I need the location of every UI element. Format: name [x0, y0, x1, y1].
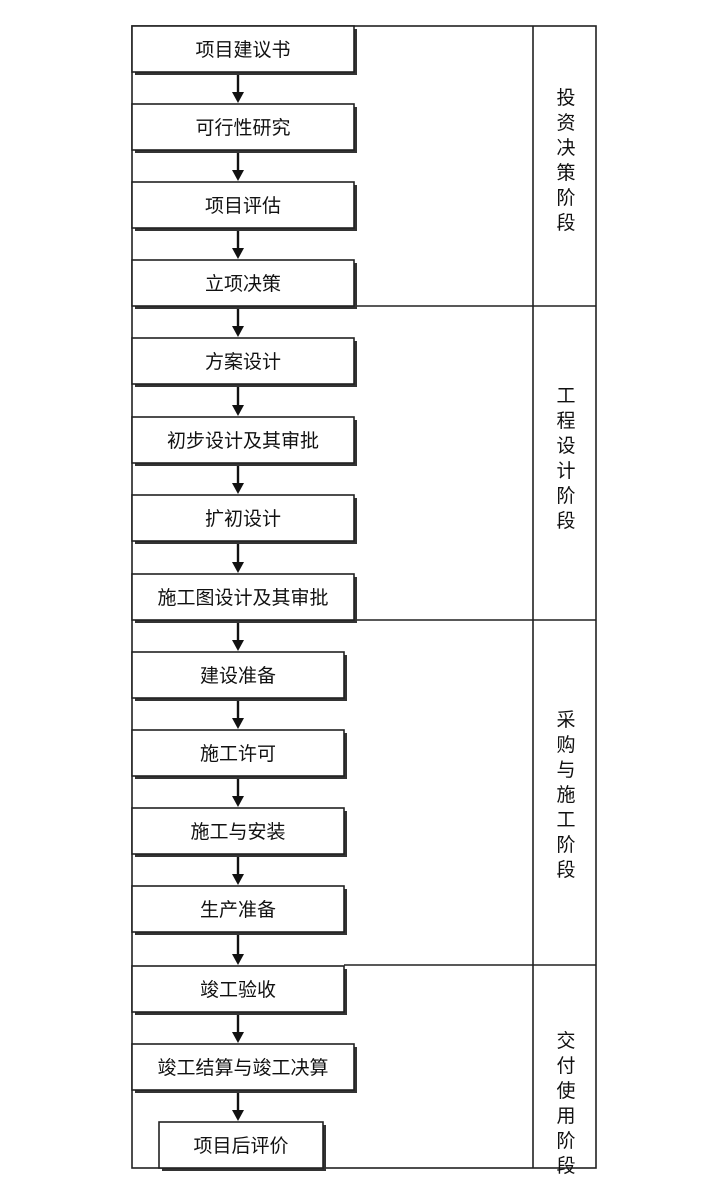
step-box	[131, 259, 355, 307]
step-box	[131, 807, 345, 855]
step-label: 项目后评价	[193, 1135, 288, 1157]
step-s11: 施工与安装	[131, 807, 347, 857]
step-box	[131, 729, 345, 777]
step-label: 建设准备	[200, 665, 276, 687]
step-boxes: 项目建议书可行性研究项目评估立项决策方案设计初步设计及其审批扩初设计施工图设计及…	[131, 25, 357, 1171]
step-box	[131, 1043, 355, 1091]
phase-label-p1: 投资决策阶段	[556, 87, 575, 234]
step-box	[131, 885, 345, 933]
step-box	[131, 181, 355, 229]
step-label: 竣工验收	[200, 979, 276, 1001]
step-s14: 竣工结算与竣工决算	[131, 1043, 357, 1093]
step-label: 竣工结算与竣工决算	[157, 1057, 328, 1079]
arrows	[232, 75, 244, 1121]
step-s7: 扩初设计	[131, 494, 357, 544]
flow-arrow	[232, 1015, 244, 1043]
flow-arrow	[232, 1093, 244, 1121]
step-s2: 可行性研究	[131, 103, 357, 153]
step-label: 扩初设计	[205, 508, 281, 530]
arrow-head	[232, 874, 244, 885]
step-s12: 生产准备	[131, 885, 347, 935]
arrow-head	[232, 718, 244, 729]
step-s15: 项目后评价	[158, 1121, 326, 1171]
step-label: 方案设计	[205, 351, 281, 373]
phase-label-p4: 交付使用阶段	[556, 1030, 575, 1177]
flow-arrow	[232, 231, 244, 259]
step-box	[131, 965, 345, 1013]
step-label: 项目评估	[205, 195, 281, 217]
step-s1: 项目建议书	[131, 25, 357, 75]
step-box	[131, 25, 355, 73]
arrow-head	[232, 1032, 244, 1043]
step-s5: 方案设计	[131, 337, 357, 387]
flow-arrow	[232, 857, 244, 885]
flow-arrow	[232, 309, 244, 337]
flow-arrow	[232, 466, 244, 494]
arrow-head	[232, 170, 244, 181]
flow-arrow	[232, 623, 244, 651]
step-label: 施工与安装	[190, 821, 285, 843]
step-label: 施工许可	[200, 743, 276, 765]
arrow-head	[232, 562, 244, 573]
arrow-head	[232, 796, 244, 807]
step-box	[131, 337, 355, 385]
step-box	[131, 651, 345, 699]
arrow-head	[232, 1110, 244, 1121]
flow-arrow	[232, 935, 244, 965]
flow-arrow	[232, 387, 244, 416]
step-label: 立项决策	[205, 273, 281, 295]
step-s4: 立项决策	[131, 259, 357, 309]
step-label: 可行性研究	[195, 117, 290, 139]
flow-arrow	[232, 153, 244, 181]
flow-arrow	[232, 75, 244, 103]
arrow-head	[232, 405, 244, 416]
arrow-head	[232, 954, 244, 965]
arrow-head	[232, 92, 244, 103]
arrow-head	[232, 326, 244, 337]
step-label: 生产准备	[200, 899, 276, 921]
step-s10: 施工许可	[131, 729, 347, 779]
arrow-head	[232, 248, 244, 259]
step-s6: 初步设计及其审批	[131, 416, 357, 466]
step-box	[158, 1121, 324, 1169]
phase-label-p2: 工程设计阶段	[556, 385, 575, 532]
step-s3: 项目评估	[131, 181, 357, 231]
step-box	[131, 416, 355, 464]
step-box	[131, 494, 355, 542]
phase-label-p3: 采购与施工阶段	[556, 709, 575, 881]
step-s8: 施工图设计及其审批	[131, 573, 357, 623]
flow-arrow	[232, 701, 244, 729]
step-box	[131, 573, 355, 621]
step-label: 初步设计及其审批	[167, 430, 319, 452]
step-label: 施工图设计及其审批	[157, 587, 328, 609]
arrow-head	[232, 483, 244, 494]
step-box	[131, 103, 355, 151]
step-s9: 建设准备	[131, 651, 347, 701]
flow-arrow	[232, 544, 244, 573]
step-label: 项目建议书	[195, 39, 290, 61]
flow-arrow	[232, 779, 244, 807]
arrow-head	[232, 640, 244, 651]
step-s13: 竣工验收	[131, 965, 347, 1015]
